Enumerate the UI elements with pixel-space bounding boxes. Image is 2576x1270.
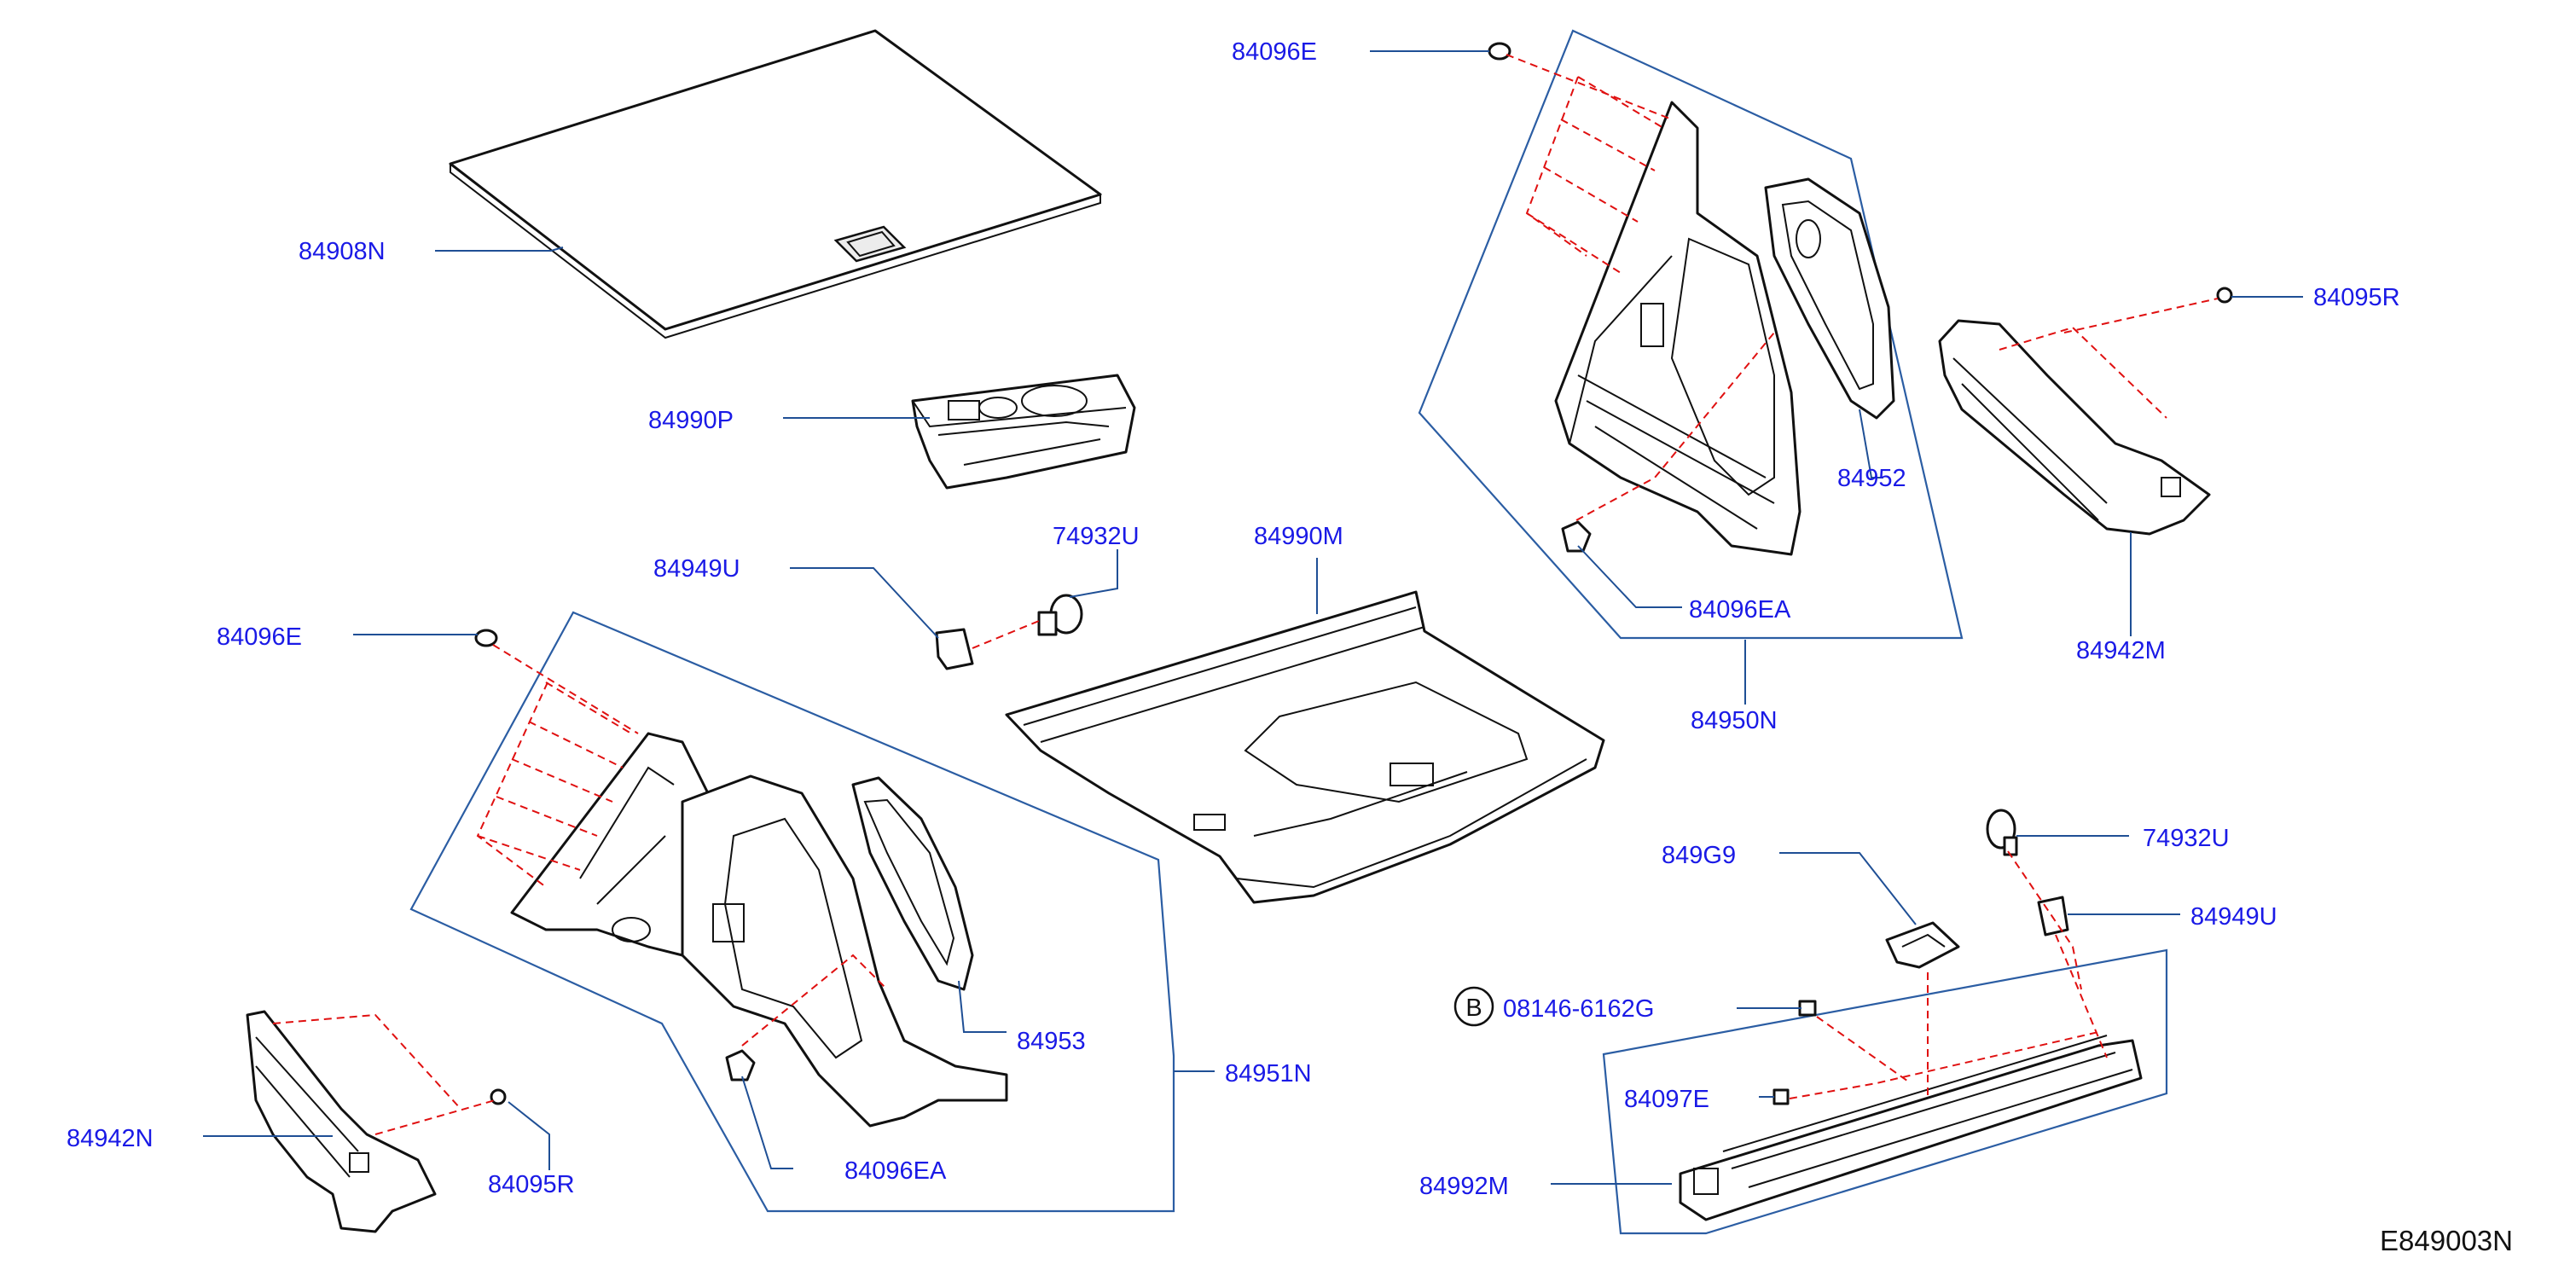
label-849g9: 849G9 bbox=[1662, 842, 1736, 869]
bolt-08146-part bbox=[1798, 1000, 1817, 1017]
clip-84097e-part bbox=[1772, 1088, 1790, 1105]
screw-84096ea-left-part bbox=[725, 1049, 756, 1082]
bolt-badge-circle bbox=[1453, 986, 1494, 1027]
label-84908n: 84908N bbox=[299, 238, 386, 265]
spare-box-part bbox=[911, 374, 1136, 490]
leader-lines bbox=[203, 50, 2303, 1185]
label-08146-6162g: 08146-6162G bbox=[1503, 995, 1654, 1023]
bolt-callout: B 08146-6162G bbox=[1453, 986, 1654, 1027]
screw-84096ea-right-part bbox=[1561, 520, 1592, 553]
rear-bracket-84942m-part bbox=[1938, 319, 2211, 536]
hook-74932u-right-part bbox=[1986, 809, 2018, 856]
label-84096e-right: 84096E bbox=[1232, 38, 1317, 66]
label-84096ea-right: 84096EA bbox=[1689, 596, 1791, 623]
label-84097e: 84097E bbox=[1624, 1086, 1709, 1113]
clip-84095r-right-part bbox=[2216, 287, 2233, 304]
group-frame-84951n bbox=[409, 611, 1175, 1213]
label-84952: 84952 bbox=[1837, 465, 1906, 492]
label-84949u-left: 84949U bbox=[653, 555, 740, 583]
clip-84095r-left-part bbox=[490, 1088, 507, 1105]
group-frame-84992m bbox=[1602, 948, 2168, 1235]
clip-84949u-left-part bbox=[935, 628, 974, 670]
label-84942n: 84942N bbox=[67, 1125, 154, 1152]
floor-trim-part bbox=[1005, 590, 1605, 904]
label-84951n: 84951N bbox=[1225, 1060, 1312, 1087]
clip-84096e-left-part bbox=[474, 629, 498, 647]
label-84992m: 84992M bbox=[1419, 1173, 1509, 1200]
label-84095r-left: 84095R bbox=[488, 1171, 575, 1198]
label-84950n: 84950N bbox=[1691, 707, 1778, 734]
clip-84949u-right-part bbox=[2037, 896, 2069, 937]
label-84096e-left: 84096E bbox=[217, 623, 302, 651]
bracket-849g9-part bbox=[1885, 921, 1960, 969]
label-74932u-left: 74932U bbox=[1053, 523, 1140, 550]
hook-74932u-left-part bbox=[1037, 594, 1083, 636]
label-74932u-right: 74932U bbox=[2143, 825, 2230, 852]
right-side-finisher-part bbox=[1554, 101, 1895, 556]
label-84095r-right: 84095R bbox=[2313, 284, 2400, 311]
label-84949u-right: 84949U bbox=[2190, 903, 2277, 931]
clip-84096e-right-part bbox=[1488, 42, 1511, 61]
label-84942m: 84942M bbox=[2076, 637, 2166, 664]
label-84990p: 84990P bbox=[648, 407, 734, 434]
diagram-code: E849003N bbox=[2380, 1225, 2513, 1256]
bolt-badge-letter: B bbox=[1465, 995, 1482, 1022]
rear-bracket-84942n-part bbox=[246, 1010, 437, 1233]
group-frame-84950n bbox=[1418, 29, 1964, 640]
sill-plate-part bbox=[1679, 1035, 2143, 1221]
label-84953: 84953 bbox=[1017, 1028, 1086, 1055]
label-84096ea-left: 84096EA bbox=[844, 1157, 947, 1185]
assembly-dashed-lines bbox=[272, 54, 2219, 1135]
label-84990m: 84990M bbox=[1254, 523, 1343, 550]
trunk-floor-board-part bbox=[449, 29, 1102, 339]
left-side-finisher-part bbox=[510, 732, 1008, 1128]
